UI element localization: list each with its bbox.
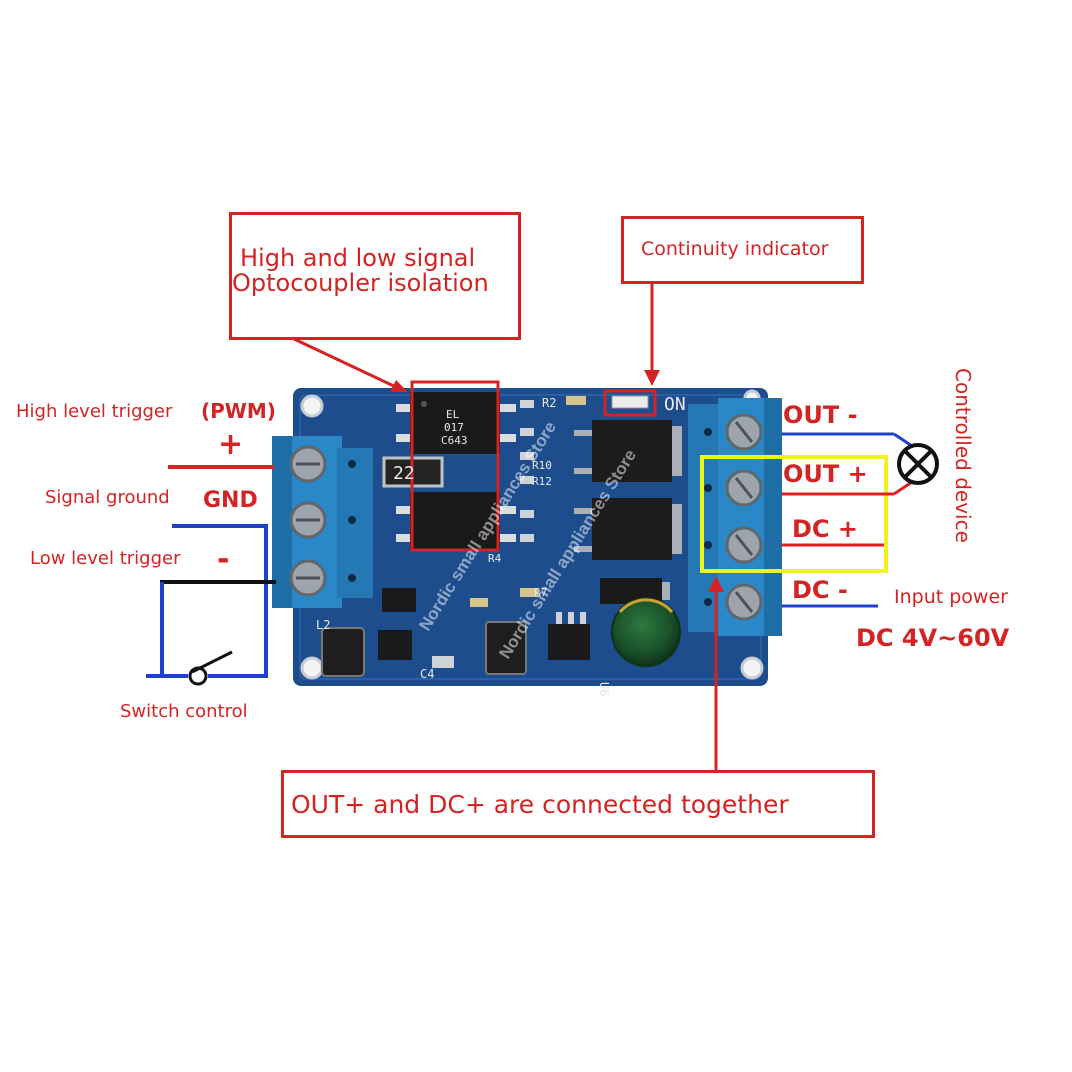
arrow-head (708, 576, 724, 592)
opto-marking-1: EL (446, 408, 460, 421)
controlled-device-label: Controlled device (951, 368, 975, 543)
callout-connected-text: OUT+ and DC+ are connected together (291, 790, 789, 819)
voltage-label: DC 4V~60V (856, 624, 1010, 652)
dc-plus-label: DC + (792, 515, 858, 543)
r10-marking: R10 (532, 459, 552, 472)
mosfet (574, 498, 682, 560)
u6-marking: U6 (597, 682, 611, 696)
inductor (321, 627, 365, 677)
yellow-highlight-box (700, 455, 888, 573)
mounting-hole (740, 656, 764, 680)
mounting-hole (300, 656, 324, 680)
left-terminal-block (272, 436, 373, 608)
on-marking: ON (664, 394, 686, 415)
out-plus-label: OUT + (783, 460, 868, 488)
indicator-led (611, 395, 649, 409)
c4-marking: C4 (420, 667, 434, 681)
callout-optocoupler-line1: High and low signal (240, 244, 476, 272)
gnd-label: GND (203, 488, 258, 513)
low-trigger-label: Low level trigger (30, 548, 181, 569)
arrow-head (390, 380, 408, 392)
callout-indicator-text: Continuity indicator (641, 238, 829, 260)
lamp-icon (897, 443, 939, 485)
l2-marking: L2 (316, 618, 330, 632)
regulator-chip (548, 624, 590, 660)
switch-control-label: Switch control (120, 701, 248, 722)
callout-optocoupler-line2: Optocoupler isolation (232, 269, 489, 297)
led-highlight-box (603, 389, 657, 417)
capacitor (611, 597, 681, 667)
right-terminal-block (688, 398, 782, 636)
optocoupler-chip (396, 392, 516, 454)
r2-marking: R2 (542, 396, 556, 410)
opto-marking-3: C643 (441, 434, 468, 447)
pwm-label: (PWM) (201, 399, 276, 423)
signal-ground-label: Signal ground (45, 487, 170, 508)
callout-connected (281, 770, 875, 838)
out-minus-label: OUT - (783, 401, 858, 429)
high-trigger-label: High level trigger (16, 401, 173, 422)
input-power-label: Input power (894, 586, 1008, 608)
dc-minus-label: DC - (792, 576, 848, 604)
plus-label: + (218, 427, 244, 462)
opto-highlight-box (410, 380, 500, 552)
optocoupler-chip (396, 492, 516, 550)
mosfet (574, 420, 682, 482)
r4-marking: R4 (488, 552, 502, 565)
switch-lever (191, 650, 233, 674)
r7-marking: R7 (534, 586, 547, 599)
regulator-chip (378, 630, 412, 660)
mounting-hole (300, 394, 324, 418)
opto-marking-2: 017 (444, 421, 464, 434)
minus-label: - (217, 542, 230, 577)
callout-optocoupler (229, 212, 521, 340)
callout-indicator (621, 216, 864, 284)
inductor (485, 621, 527, 675)
resistor-marking: 22 (393, 463, 415, 484)
arrow-head (644, 370, 660, 386)
r12-marking: R12 (532, 475, 552, 488)
